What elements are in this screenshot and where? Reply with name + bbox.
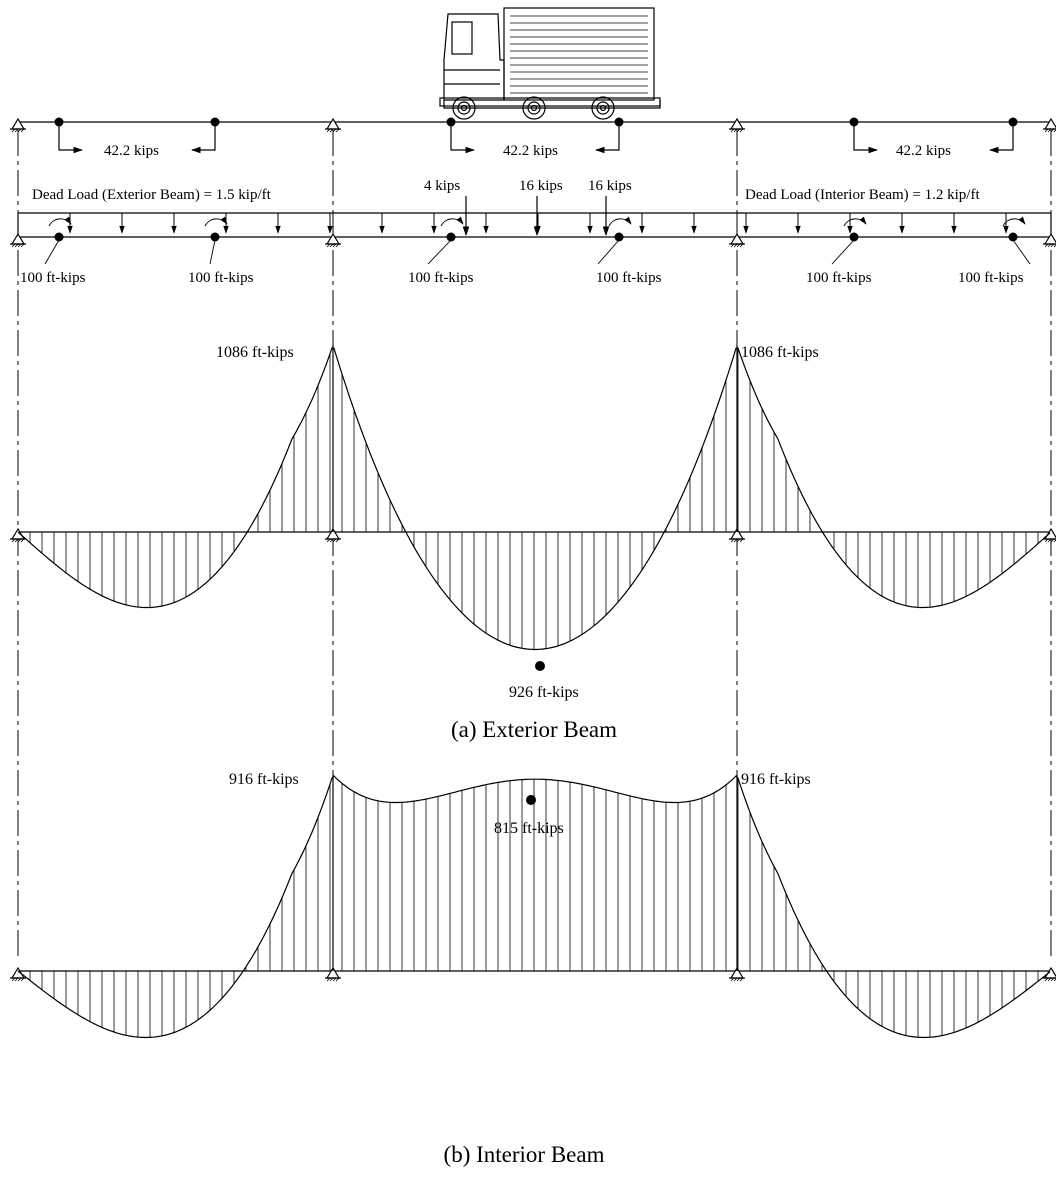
axle-load-label-2: 16 kips — [519, 178, 563, 194]
truck-icon — [439, 7, 661, 120]
interior-moment-diagram — [10, 775, 1056, 1039]
interior-right-peak-label: 916 ft-kips — [741, 771, 811, 788]
applied-moments — [44, 216, 1031, 265]
axle-reactions — [54, 117, 1018, 154]
end-moment-label-3: 100 ft-kips — [408, 270, 474, 286]
exterior-left-peak-label: 1086 ft-kips — [216, 344, 294, 361]
interior-left-peak-label: 916 ft-kips — [229, 771, 299, 788]
interior-midspan-label: 815 ft-kips — [494, 820, 564, 837]
end-moment-label-4: 100 ft-kips — [596, 270, 662, 286]
exterior-midspan-label: 926 ft-kips — [509, 684, 579, 701]
point-load-arrows — [462, 196, 610, 236]
truck-load-label-2: 42.2 kips — [503, 143, 558, 159]
exterior-moment-diagram — [10, 345, 1056, 671]
end-moment-label-1: 100 ft-kips — [20, 270, 86, 286]
end-moment-label-2: 100 ft-kips — [188, 270, 254, 286]
truck-load-label-1: 42.2 kips — [104, 143, 159, 159]
dead-load-interior-label: Dead Load (Interior Beam) = 1.2 kip/ft — [745, 187, 980, 203]
supports-row-1 — [10, 117, 1056, 133]
exterior-right-peak-label: 1086 ft-kips — [741, 344, 819, 361]
end-moment-label-6: 100 ft-kips — [958, 270, 1024, 286]
axle-load-label-1: 4 kips — [424, 178, 460, 194]
end-moment-label-5: 100 ft-kips — [806, 270, 872, 286]
dead-load-exterior-label: Dead Load (Exterior Beam) = 1.5 kip/ft — [32, 187, 272, 203]
distributed-load-arrows — [67, 213, 1009, 234]
exterior-caption: (a) Exterior Beam — [451, 717, 617, 742]
dead-load-beam — [17, 212, 1052, 238]
truck-load-label-3: 42.2 kips — [896, 143, 951, 159]
interior-caption: (b) Interior Beam — [444, 1142, 605, 1167]
supports-row-2 — [10, 232, 1056, 248]
axle-load-label-3: 16 kips — [588, 178, 632, 194]
